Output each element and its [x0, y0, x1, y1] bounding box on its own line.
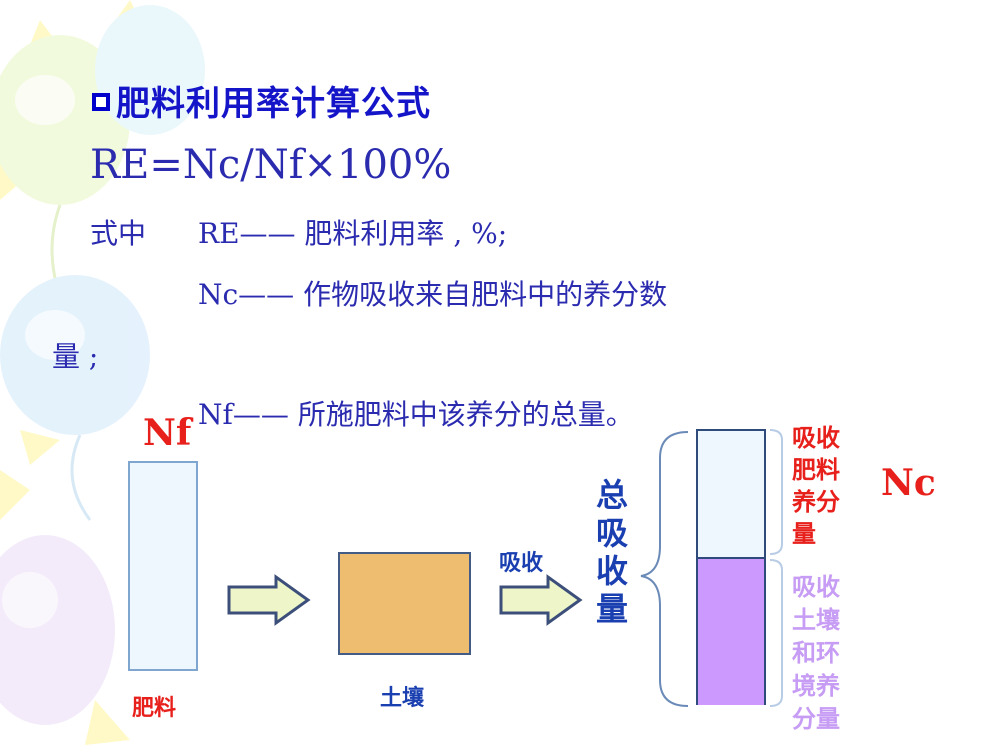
fertilizer-label: 肥料 — [132, 695, 177, 721]
nc-label: Nc — [881, 462, 936, 504]
fertilizer-box — [128, 461, 198, 671]
balloon-highlight — [2, 572, 58, 628]
nf-label: Nf — [143, 412, 192, 454]
absorb-label: 吸收 — [499, 550, 544, 576]
slide-title: 肥料利用率计算公式 — [92, 76, 431, 125]
balloon-cyan — [95, 5, 205, 135]
balloon-string — [70, 434, 92, 521]
definition-nc: Nc—— 作物吸收来自肥料中的养分数 — [198, 278, 668, 311]
total-absorption-label: 总 吸 收 量 — [595, 476, 628, 628]
soil-absorbed-part — [698, 557, 764, 705]
sun-ray — [0, 470, 30, 520]
fertilizer-absorbed-label: 吸收 肥料 养分 量 — [792, 423, 840, 548]
soil-absorbed-label: 吸收 土壤 和环 境养 分量 — [792, 572, 840, 733]
balloon-purple — [0, 535, 115, 725]
sun-ray — [85, 700, 130, 745]
absorption-column — [696, 429, 766, 705]
definition-re: RE—— 肥料利用率 , %; — [198, 217, 508, 250]
arrow-right-icon — [227, 574, 311, 626]
definitions-prefix: 式中 — [90, 217, 147, 250]
soil-box — [338, 552, 471, 655]
sun-ray — [20, 430, 60, 465]
definition-nf: Nf—— 所施肥料中该养分的总量。 — [198, 398, 634, 431]
arrow-right-icon — [499, 574, 583, 626]
balloon-highlight — [15, 75, 75, 125]
formula: RE=Nc/Nf×100% — [90, 142, 452, 188]
balloon-blue — [0, 275, 150, 435]
title-text: 肥料利用率计算公式 — [116, 84, 431, 124]
balloon-highlight — [25, 310, 85, 360]
definition-nc-continued: 量 ; — [52, 340, 99, 373]
fertilizer-absorbed-part — [698, 431, 764, 557]
square-bullet-icon — [92, 92, 110, 111]
left-brace-icon — [640, 431, 689, 707]
right-bracket-icon — [769, 429, 783, 707]
soil-label: 土壤 — [380, 685, 425, 711]
